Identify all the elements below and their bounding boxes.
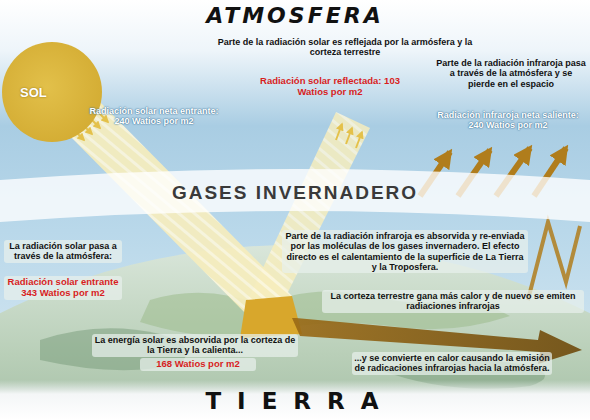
note: Parte de la radiación solar es reflejada… (205, 37, 485, 58)
value-label: Radiación solar entrante 343 Watios por … (4, 276, 122, 300)
note: Parte de la radiación infraroja pasa a t… (436, 58, 586, 89)
note: La energía solar es absorvida por la cor… (92, 334, 298, 357)
title: ATMOSFERA (0, 4, 590, 28)
note: La corteza terrestre gana más calor y de… (322, 290, 584, 313)
note: ...y se convierte en calor causando la e… (352, 352, 552, 375)
note: La radiación solar pasa a través de la a… (4, 240, 122, 263)
ground-title: TIERRA (0, 389, 587, 414)
value-label: 168 Watios por m2 (140, 358, 256, 371)
note: Parte de la radiación infraroja es absor… (282, 230, 528, 273)
sun-circle: SOL (2, 42, 102, 142)
value-label: Radiación solar reflectada: 103 Watios p… (250, 76, 410, 98)
band-label: GASES INVERNADERO (172, 182, 418, 204)
value-label: Radiación solar neta entrante: 240 Watio… (84, 106, 224, 127)
sun-label: SOL (20, 85, 47, 100)
value-label: Radiación infraroja neta saliente: 240 W… (430, 110, 586, 131)
gas-band: GASES INVERNADERO (110, 178, 480, 208)
